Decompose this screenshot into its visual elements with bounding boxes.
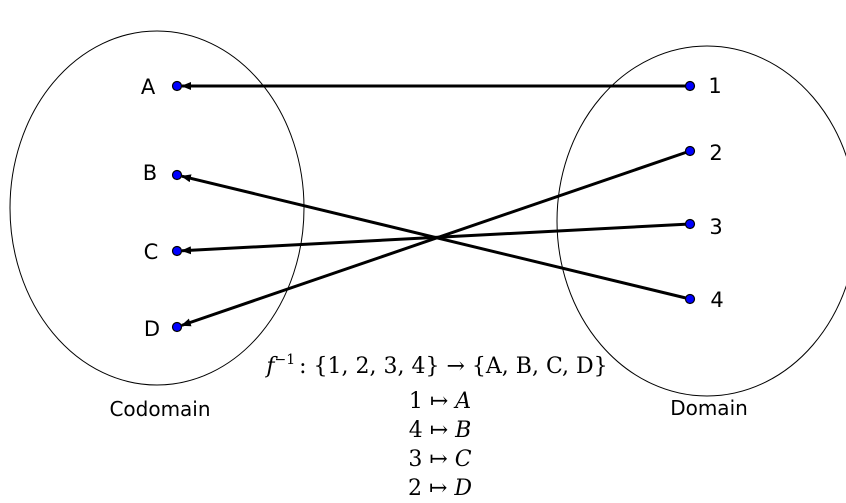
domain-point-4 [684, 293, 696, 305]
mapping-line-1: 1 ↦ A [409, 389, 471, 414]
mapping-line-4: 2 ↦ D [408, 476, 472, 501]
codomain-label-b: B [143, 161, 157, 185]
codomain-point-a [171, 80, 183, 92]
domain-label-2: 2 [709, 141, 722, 165]
inverse-function-signature: f−1: {1, 2, 3, 4} → {A, B, C, D} [264, 352, 607, 379]
mapping-arrows [180, 82, 691, 327]
domain-point-1 [684, 80, 696, 92]
codomain-point-d [171, 321, 183, 333]
arrow-4-to-b [180, 174, 691, 301]
codomain-point-c [171, 245, 183, 257]
domain-caption: Domain [670, 396, 748, 420]
inverse-superscript: −1 [275, 352, 296, 368]
codomain-label-d: D [144, 317, 160, 341]
domain-ellipse [556, 45, 846, 397]
codomain-caption: Codomain [109, 397, 210, 421]
element-points [171, 80, 696, 333]
codomain-ellipse [9, 30, 305, 386]
domain-label-1: 1 [708, 74, 721, 98]
codomain-point-b [171, 169, 183, 181]
domain-point-3 [684, 218, 696, 230]
mapping-line-2: 4 ↦ B [409, 418, 472, 443]
codomain-label-a: A [141, 75, 156, 99]
signature-sets: : {1, 2, 3, 4} → {A, B, C, D} [299, 354, 607, 379]
domain-label-4: 4 [710, 288, 723, 312]
domain-point-2 [684, 145, 696, 157]
mapping-line-3: 3 ↦ C [408, 447, 471, 472]
domain-label-3: 3 [709, 215, 722, 239]
codomain-label-c: C [144, 240, 159, 264]
